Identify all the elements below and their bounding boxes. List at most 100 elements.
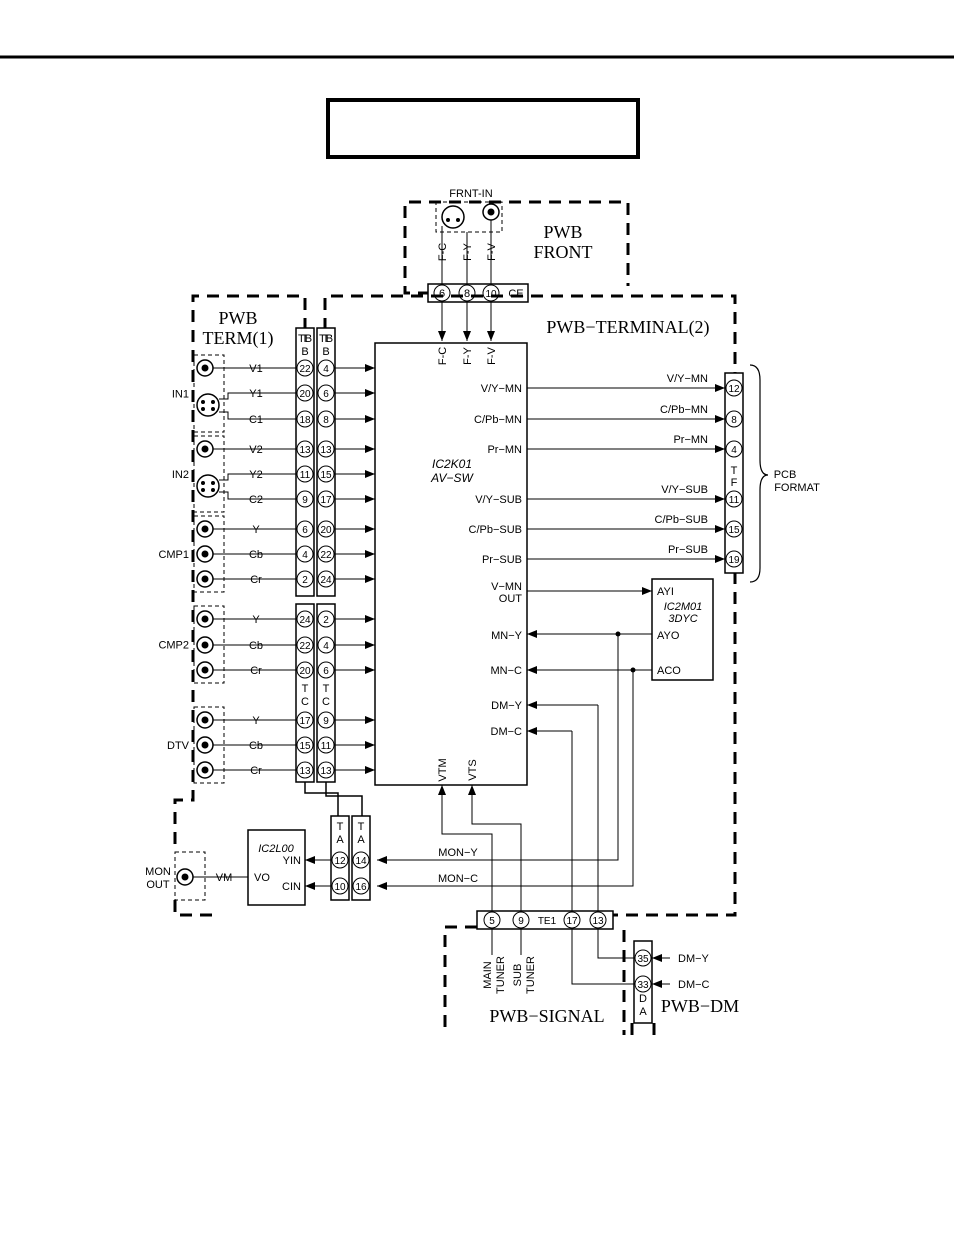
- main-tuner-l2: TUNER: [495, 956, 507, 994]
- connector-label: C: [301, 696, 309, 708]
- pcb-format-l2: FORMAT: [774, 482, 820, 494]
- frnt-in-label: FRNT-IN: [449, 188, 492, 200]
- pin-number: 9: [302, 495, 308, 506]
- ic-output-rows: V/Y−MNV/Y−MN12C/Pb−MNC/Pb−MN8Pr−MNPr−MN4…: [469, 373, 743, 568]
- term2-title: PWB−TERMINAL(2): [546, 317, 709, 338]
- tb-pin: [296, 465, 314, 483]
- s-video-pin-icon: [201, 481, 205, 485]
- dm-c-route: [571, 731, 634, 985]
- mon-out: VM MON OUT: [145, 851, 248, 901]
- rca-jack-center-icon: [181, 873, 189, 881]
- s-video-pin-icon: [211, 400, 215, 404]
- tb-pin: [296, 359, 314, 377]
- ic2m01: IC2M01 3DYC AYI AYO ACO: [651, 578, 714, 681]
- signal-label: Cr: [250, 574, 262, 586]
- da-pin: [634, 975, 652, 993]
- pin-number: 20: [299, 389, 311, 400]
- tf-pin-label: 12: [728, 384, 740, 395]
- tb-pin: [296, 440, 314, 458]
- signal-label: V1: [249, 363, 262, 375]
- signal-label: V2: [249, 444, 262, 456]
- jack-group-label: IN1: [172, 389, 189, 401]
- main-tuner-l1: MAIN: [482, 961, 494, 989]
- te1-pin: [483, 911, 501, 929]
- tb-pin: [296, 610, 314, 628]
- sub-tuner-l2: TUNER: [525, 956, 537, 994]
- tb-pin: [317, 661, 335, 679]
- tb-label-a: TB: [298, 333, 312, 345]
- ta-pin-label: 10: [334, 882, 346, 893]
- tb-pin: [296, 761, 314, 779]
- signal-label: Cr: [250, 665, 262, 677]
- ta-label-a: T: [337, 821, 344, 833]
- mon-y-label: MON−Y: [438, 847, 478, 859]
- tb-pin: [317, 570, 335, 588]
- jack-group-label: IN2: [172, 469, 189, 481]
- dm-title: PWB−DM: [661, 996, 739, 1016]
- tb-pin: [296, 520, 314, 538]
- pwb-dm: 35 33 D A DM−Y DM−C PWB−DM: [630, 940, 739, 1035]
- ic2l00: IC2L00 VO YIN CIN: [247, 829, 306, 906]
- rca-jack-center-icon: [201, 525, 209, 533]
- ic-output-pin: V/Y−SUB: [475, 494, 522, 506]
- tb-pin: [296, 410, 314, 428]
- pin-number: 11: [300, 470, 311, 481]
- rca-jack-center-icon: [201, 445, 209, 453]
- pcb-format-l1: PCB: [774, 469, 797, 481]
- pwb-signal-outline: [443, 925, 477, 1035]
- ic-dm-y: DM−Y: [491, 700, 523, 712]
- ic2m01-ayi: AYI: [657, 586, 674, 598]
- s-video-jack-icon: [441, 205, 465, 229]
- output-wire-label: V/Y−SUB: [661, 484, 708, 496]
- signal-label: Cb: [249, 640, 263, 652]
- s-video-pin-icon: [211, 407, 215, 411]
- jack-group-box: [193, 605, 225, 684]
- tb-pin: [296, 661, 314, 679]
- ic-top-fc: F-C: [437, 347, 449, 365]
- signal-label: C2: [249, 494, 263, 506]
- pin-number: 13: [299, 766, 311, 777]
- signal-label: Y2: [249, 469, 262, 481]
- output-wire-label: V/Y−MN: [667, 373, 708, 385]
- ic-dm-c: DM−C: [491, 726, 523, 738]
- pin-number: 22: [299, 364, 311, 375]
- ic-top-fy: F-Y: [462, 346, 474, 364]
- pin-number: 2: [323, 615, 329, 626]
- pcb-format-brace: [749, 364, 769, 583]
- pwb-front-outline: [403, 200, 630, 295]
- jack-group-label: CMP2: [158, 640, 189, 652]
- mon-out-l2: OUT: [146, 879, 170, 891]
- signal-label: Cr: [250, 765, 262, 777]
- ic2m01-name: IC2M01: [664, 601, 703, 613]
- rca-jack-center-icon: [201, 550, 209, 558]
- jack-group-label: DTV: [167, 740, 190, 752]
- pin-number: 15: [299, 741, 311, 752]
- ic-output-pin: C/Pb−SUB: [469, 524, 523, 536]
- front-title-l1: PWB: [543, 222, 582, 242]
- pin-number: 20: [320, 525, 332, 536]
- te1-pin: [589, 911, 607, 929]
- tb-pin: [296, 545, 314, 563]
- ic-output-pin: Pr−MN: [487, 444, 522, 456]
- rca-jack-center-icon: [201, 641, 209, 649]
- mon-out-l1: MON: [145, 866, 171, 878]
- ic2k01: IC2K01 AV−SW F-C F-Y F-V V−MN OUT VTM VT…: [374, 342, 528, 786]
- tb-pin: [296, 711, 314, 729]
- s-video-pin-icon: [456, 218, 460, 222]
- s-video-pin-icon: [446, 218, 450, 222]
- output-wire-label: Pr−SUB: [668, 544, 708, 556]
- dm-c-label: DM−C: [678, 979, 710, 991]
- pin-number: 22: [299, 641, 311, 652]
- da-pin-label: 35: [637, 954, 649, 965]
- pin-number: 4: [302, 550, 308, 561]
- ic2l00-yin: YIN: [283, 855, 301, 867]
- title-box: [326, 98, 640, 159]
- tb-pin: [296, 384, 314, 402]
- input-rows: V1224IN1−VY1206IN1−YC1188IN1−CV21313IN2−…: [158, 354, 431, 784]
- signal-label: Y: [252, 524, 260, 536]
- te1-pin: [512, 911, 530, 929]
- vm-label: VM: [216, 872, 233, 884]
- s-video-jack-icon: [196, 474, 220, 498]
- signal-label: C1: [249, 414, 263, 426]
